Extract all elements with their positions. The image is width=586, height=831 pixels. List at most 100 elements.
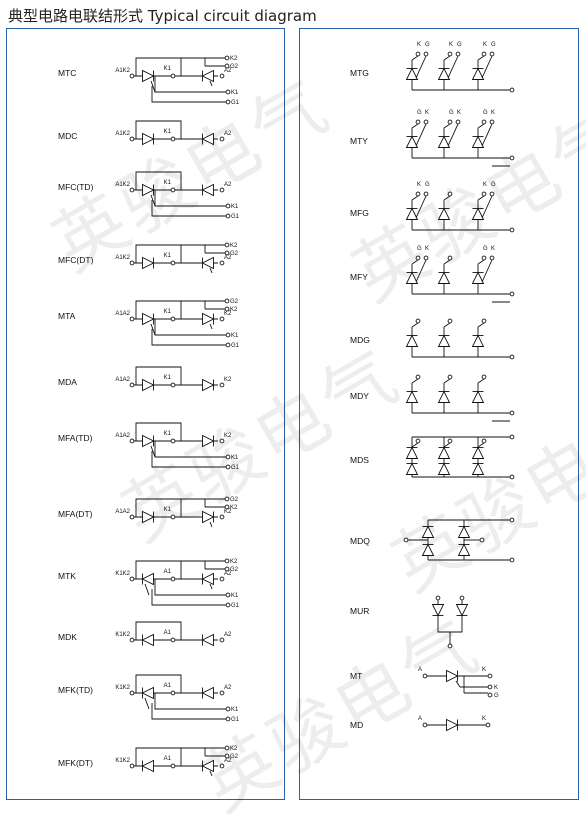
terminal-point xyxy=(170,73,176,79)
terminal-point xyxy=(225,213,231,219)
terminal-label: G2 xyxy=(230,299,239,305)
diode-symbol xyxy=(405,271,419,284)
wire xyxy=(151,703,226,720)
wire xyxy=(443,259,451,265)
wire xyxy=(415,55,427,79)
terminal-label: MTK xyxy=(58,571,76,581)
terminal-label: K1 xyxy=(164,180,172,186)
terminal-point xyxy=(129,763,135,769)
terminal-point xyxy=(509,557,515,563)
terminal-point xyxy=(225,602,231,608)
wire xyxy=(477,123,485,129)
terminal-point xyxy=(129,637,135,643)
wire xyxy=(411,322,419,328)
terminal-label: G2 xyxy=(230,567,239,573)
terminal-label: K2 xyxy=(230,243,238,249)
terminal-label: A2 xyxy=(224,68,232,74)
diode-symbol xyxy=(471,135,485,148)
diode-symbol xyxy=(437,67,451,80)
diode-symbol xyxy=(446,718,459,732)
terminal-label: MFC(DT) xyxy=(58,255,94,265)
terminal-label: K xyxy=(491,110,495,116)
terminal-point xyxy=(509,410,515,416)
terminal-point xyxy=(224,558,230,564)
diode-symbol xyxy=(437,271,451,284)
terminal-point xyxy=(224,250,230,256)
terminal-point xyxy=(170,136,176,142)
wire xyxy=(135,674,182,693)
left-diagram-panel xyxy=(6,28,285,800)
diode-symbol xyxy=(405,207,419,220)
terminal-label: A2 xyxy=(224,571,232,577)
terminal-label: K2 xyxy=(224,377,232,383)
terminal-label: K xyxy=(494,685,498,691)
terminal-label: MFK(DT) xyxy=(58,758,93,768)
diode-symbol xyxy=(202,312,215,326)
terminal-label: K1K2 xyxy=(115,685,130,691)
terminal-point xyxy=(225,592,231,598)
diode-symbol xyxy=(201,183,214,197)
wire xyxy=(443,442,451,448)
terminal-label: K xyxy=(482,667,486,673)
terminal-label: A2 xyxy=(224,255,232,261)
terminal-label: A1 xyxy=(164,569,172,575)
wire xyxy=(443,55,451,61)
terminal-label: K1 xyxy=(164,309,172,315)
wire xyxy=(411,442,419,448)
wire xyxy=(477,259,485,265)
diode-symbol xyxy=(142,69,155,83)
terminal-label: K1 xyxy=(231,204,239,210)
terminal-label: K1 xyxy=(231,90,239,96)
terminal-point xyxy=(487,673,493,679)
terminal-point xyxy=(455,51,461,57)
terminal-point xyxy=(129,187,135,193)
terminal-point xyxy=(129,382,135,388)
terminal-point xyxy=(224,504,230,510)
diode-symbol xyxy=(437,462,451,475)
terminal-point xyxy=(219,382,225,388)
diode-symbol xyxy=(142,256,155,270)
wire xyxy=(477,195,485,201)
diode-symbol xyxy=(141,686,154,700)
terminal-label: K1 xyxy=(164,129,172,135)
terminal-point xyxy=(225,332,231,338)
terminal-point xyxy=(489,119,495,125)
wire xyxy=(411,378,419,384)
wire xyxy=(144,583,150,596)
terminal-point xyxy=(415,374,421,380)
wire xyxy=(411,123,419,129)
diode-symbol xyxy=(201,132,214,146)
wire xyxy=(154,319,226,336)
wire xyxy=(150,194,156,207)
diode-symbol xyxy=(141,572,154,586)
terminal-point xyxy=(224,745,230,751)
terminal-label: K1K2 xyxy=(115,632,130,638)
terminal-label: G xyxy=(491,182,496,188)
diode-symbol xyxy=(471,390,485,403)
terminal-label: A1A2 xyxy=(115,433,130,439)
diode-symbol xyxy=(142,183,155,197)
diode-symbol xyxy=(437,135,451,148)
terminal-point xyxy=(224,63,230,69)
terminal-label: MFK(TD) xyxy=(58,685,93,695)
terminal-point xyxy=(219,637,225,643)
terminal-point xyxy=(224,566,230,572)
diode-symbol xyxy=(201,633,214,647)
diode-symbol xyxy=(457,525,471,538)
wire xyxy=(135,244,182,263)
wire xyxy=(443,378,451,384)
terminal-point xyxy=(403,537,409,543)
terminal-label: A2 xyxy=(224,685,232,691)
terminal-point xyxy=(423,255,429,261)
terminal-point xyxy=(455,119,461,125)
wire xyxy=(411,55,419,61)
wire xyxy=(447,55,459,79)
terminal-point xyxy=(509,155,515,161)
terminal-label: MFC(TD) xyxy=(58,182,94,192)
terminal-point xyxy=(219,514,225,520)
wire xyxy=(135,171,182,190)
